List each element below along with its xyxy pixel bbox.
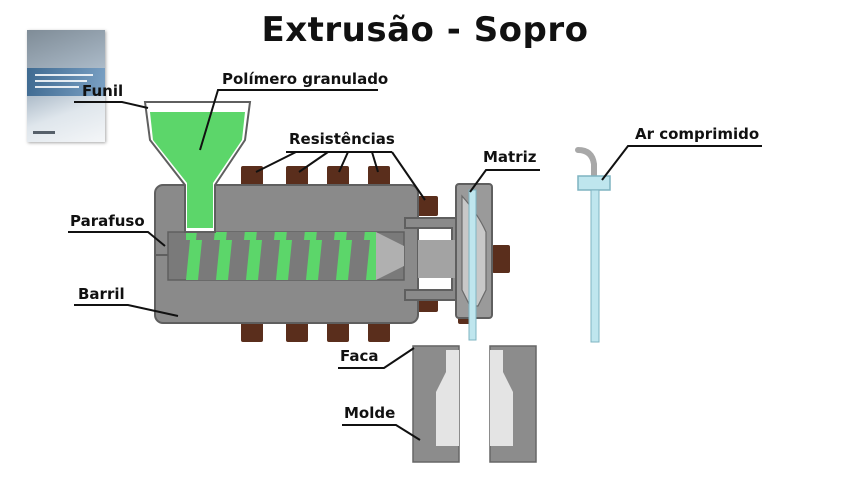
label-parafuso: Parafuso [70,212,145,230]
heater-block [368,166,390,186]
heater-block [286,322,308,342]
heater-block [416,196,438,216]
air-pipe-bend [578,150,594,176]
air-blow-pin [591,190,599,342]
leader-funil [74,102,148,108]
label-matriz: Matriz [483,148,537,166]
heater-block [492,245,510,273]
label-ar-comprimido: Ar comprimido [635,125,759,143]
heater-block [327,166,349,186]
leader-ar [602,146,762,180]
heater-block [327,322,349,342]
screw-flights [186,232,376,280]
label-barril: Barril [78,285,125,303]
heater-block [241,322,263,342]
air-nozzle-head [578,176,610,190]
parison-tube [469,190,476,340]
label-resistencias: Resistências [289,130,395,148]
label-polimero-granulado: Polímero granulado [222,70,388,88]
label-faca: Faca [340,347,379,365]
heater-block [241,166,263,186]
leader-parafuso [68,232,165,246]
label-funil: Funil [82,82,123,100]
melt-channel [418,240,460,278]
leader-resistencias-2 [299,152,328,172]
leader-molde [342,425,420,440]
heater-block [368,322,390,342]
label-molde: Molde [344,404,395,422]
